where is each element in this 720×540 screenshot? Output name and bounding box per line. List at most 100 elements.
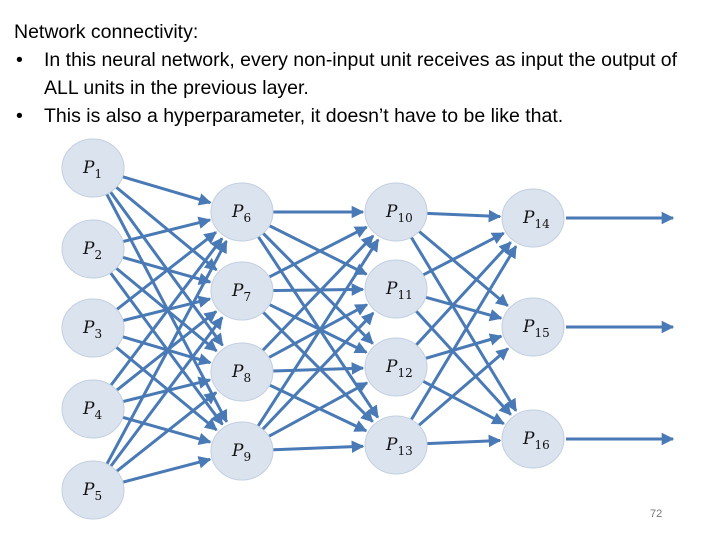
edge-P4-to-P9 [107, 411, 212, 446]
unit-label-subscript: 14 [534, 217, 550, 231]
unit-circle [210, 421, 274, 481]
unit-P6: P6 [210, 182, 274, 242]
edge-P4-to-P6 [101, 237, 224, 398]
unit-label-base: P [385, 202, 398, 222]
unit-circle [501, 297, 565, 357]
unit-P10: P10 [364, 182, 428, 242]
unit-circle [61, 298, 125, 358]
unit-label-subscript: 3 [94, 327, 102, 341]
unit-P11: P11 [364, 259, 428, 319]
unit-label-subscript: 6 [243, 211, 251, 225]
unit-label-subscript: 13 [397, 444, 412, 458]
unit-label: P11 [385, 279, 413, 302]
unit-P9: P9 [210, 421, 274, 481]
unit-label-base: P [385, 435, 398, 455]
edge-P11-to-P14 [409, 231, 505, 283]
unit-label: P13 [385, 435, 413, 458]
unit-label-subscript: 1 [94, 167, 102, 181]
unit-label-base: P [385, 279, 398, 299]
edge-P5-to-P6 [99, 239, 228, 477]
edge-P2-to-P6 [108, 216, 212, 247]
edge-P1-to-P7 [104, 176, 218, 272]
unit-P3: P3 [61, 298, 125, 358]
unit-label-subscript: 5 [94, 489, 102, 503]
edge-P9-to-P13 [257, 440, 365, 454]
bullet-icon: • [16, 49, 23, 71]
unit-label-subscript: 8 [243, 371, 251, 385]
edge-P7-to-P13 [252, 301, 374, 423]
edge-P8-to-P12 [257, 362, 365, 375]
unit-label-subscript: 9 [243, 450, 251, 464]
unit-circle [210, 261, 274, 321]
edge-P3-to-P9 [104, 336, 218, 432]
edge-P4-to-P8 [108, 376, 212, 407]
unit-circle [61, 460, 125, 520]
unit-label: P9 [231, 441, 251, 464]
unit-circle [364, 182, 428, 242]
unit-P15: P15 [501, 297, 565, 357]
unit-label-base: P [82, 399, 95, 419]
edge-P1-to-P8 [101, 179, 224, 347]
unit-label-subscript: 12 [397, 366, 412, 380]
unit-P2: P2 [61, 219, 125, 279]
connection-edges [99, 171, 675, 488]
unit-P8: P8 [210, 342, 274, 402]
unit-label-base: P [82, 239, 95, 259]
unit-circle [210, 342, 274, 402]
unit-label-subscript: 4 [94, 408, 102, 422]
unit-label-base: P [522, 429, 535, 449]
unit-P14: P14 [501, 188, 565, 248]
unit-label-base: P [82, 158, 95, 178]
unit-label-base: P [522, 317, 535, 337]
slide-heading: Network connectivity: [14, 21, 199, 43]
unit-label-base: P [82, 480, 95, 500]
edge-P12-to-P16 [409, 373, 505, 425]
unit-label: P1 [82, 158, 102, 181]
unit-label-subscript: 7 [243, 290, 251, 304]
edge-P11-to-P16 [405, 299, 512, 416]
edge-P1-to-P6 [107, 171, 212, 206]
unit-circle [61, 138, 125, 198]
edge-P5-to-P8 [104, 391, 218, 482]
edge-P13-to-P15 [407, 347, 509, 436]
edge-P6-to-P11 [255, 217, 368, 276]
edge-P5-to-P7 [101, 316, 224, 479]
unit-label: P10 [385, 202, 413, 225]
unit-label: P5 [82, 480, 102, 503]
unit-label-base: P [231, 202, 244, 222]
unit-label: P4 [82, 399, 102, 422]
edge-P2-to-P8 [104, 257, 218, 353]
unit-label-subscript: 2 [94, 248, 102, 262]
unit-label-base: P [522, 208, 535, 228]
unit-label-subscript: 15 [534, 326, 549, 340]
unit-circle [364, 259, 428, 319]
edge-P8-to-P13 [255, 377, 368, 433]
edge-P2-to-P9 [101, 260, 224, 426]
unit-label-base: P [82, 318, 95, 338]
unit-label-subscript: 11 [397, 288, 412, 302]
edge-P7-to-P12 [255, 296, 368, 354]
edge-P13-to-P14 [402, 245, 518, 433]
bullet-list: • In this neural network, every non-input… [14, 46, 714, 130]
slide-text: Network connectivity: • In this neural ne… [14, 18, 714, 130]
edge-P7-to-P10 [255, 225, 368, 286]
unit-label-base: P [231, 281, 244, 301]
unit-circle [364, 415, 428, 475]
unit-circle [210, 182, 274, 242]
unit-P4: P4 [61, 379, 125, 439]
unit-label: P15 [522, 317, 550, 340]
edge-P6-to-P12 [252, 222, 374, 345]
edge-P10-to-P16 [402, 224, 518, 412]
edge-P8-to-P10 [251, 234, 375, 362]
unit-label-base: P [231, 441, 244, 461]
bullet-item: •This is also a hyperparameter, it doesn… [14, 102, 714, 130]
edge-P9-to-P11 [251, 311, 375, 441]
unit-circle [501, 188, 565, 248]
unit-P12: P12 [364, 337, 428, 397]
page-number: 72 [650, 508, 663, 520]
bullet-text: In this neural network, every non-input … [44, 49, 678, 99]
unit-label: P16 [522, 429, 550, 452]
edge-P12-to-P15 [410, 333, 503, 364]
